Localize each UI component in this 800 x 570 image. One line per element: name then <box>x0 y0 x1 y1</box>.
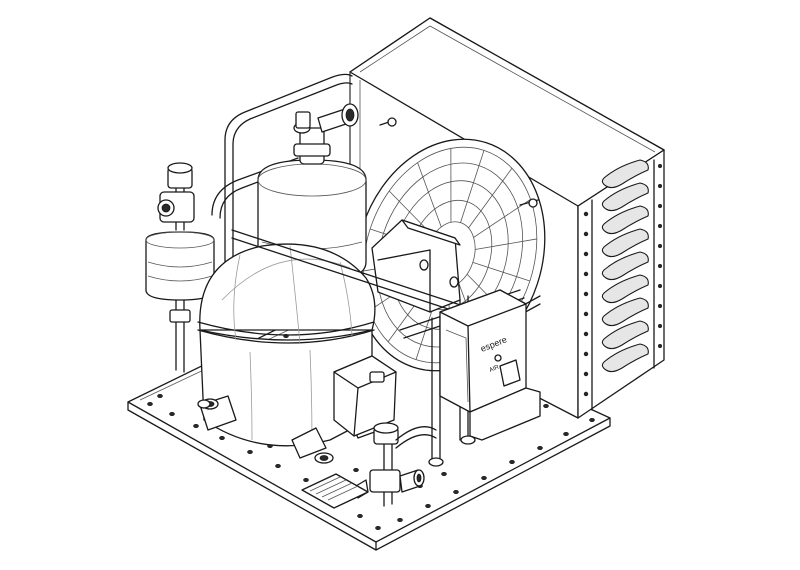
rivet <box>583 211 589 217</box>
compressor <box>197 243 397 464</box>
base-fittings <box>197 399 476 467</box>
fan-guard-spoke <box>450 148 452 223</box>
rivet <box>658 223 663 228</box>
mounting-hole <box>537 445 543 450</box>
rivet <box>583 231 589 237</box>
rivet <box>658 263 663 268</box>
rivet <box>658 323 663 328</box>
rivet <box>583 371 589 377</box>
service-valve <box>355 422 437 507</box>
rivet <box>583 311 589 317</box>
mounting-hole <box>509 459 515 464</box>
coil-hairpin <box>601 343 649 373</box>
fan-motor <box>371 219 461 313</box>
mounting-hole <box>353 467 359 472</box>
rivet <box>583 271 589 277</box>
mounting-hole <box>247 449 253 454</box>
mounting-hole <box>275 463 281 468</box>
mounting-hole <box>543 403 549 408</box>
coil-hairpin <box>601 182 649 212</box>
rivet <box>583 291 589 297</box>
rivet <box>583 251 589 257</box>
fan-guard-spoke <box>473 199 531 238</box>
mounting-hole <box>169 411 175 416</box>
fan-guard-spoke <box>472 262 531 282</box>
fan-guard-spoke <box>468 168 513 229</box>
rivet <box>658 343 663 348</box>
rivet <box>658 283 663 288</box>
coil-hairpin <box>601 159 649 189</box>
nameplate <box>301 473 369 509</box>
mounting-hole <box>357 514 363 519</box>
mounting-hole <box>397 518 403 523</box>
rivet <box>583 351 589 357</box>
mounting-hole <box>157 393 163 398</box>
rivet <box>658 243 663 248</box>
mounting-hole <box>425 503 431 508</box>
mounting-hole <box>563 431 569 436</box>
mounting-hole <box>441 471 447 476</box>
fan-guard-spoke <box>460 150 485 223</box>
mounting-hole <box>481 475 487 480</box>
coil-rivets <box>583 163 663 397</box>
rivet <box>658 303 663 308</box>
mounting-hole <box>303 477 309 482</box>
fan-guard-spoke <box>417 162 442 228</box>
coil-hairpin <box>601 320 649 350</box>
rivet <box>583 331 589 337</box>
coil-hairpin <box>601 274 649 304</box>
fan-guard-spoke <box>475 238 537 250</box>
rivet <box>658 163 663 168</box>
rivet <box>583 391 589 397</box>
small-label: AIR <box>489 364 501 374</box>
mounting-hole <box>375 526 381 531</box>
coil-hairpin <box>601 297 649 327</box>
filter-drier <box>145 162 215 373</box>
coil-hairpins <box>601 159 649 373</box>
rivet <box>658 203 663 208</box>
mounting-hole <box>193 423 199 428</box>
mounting-hole <box>219 435 225 440</box>
coil-hairpin <box>601 205 649 235</box>
mounting-hole <box>453 489 459 494</box>
mounting-hole <box>147 401 153 406</box>
coil-hairpin <box>601 251 649 281</box>
rivet <box>658 183 663 188</box>
discharge-pipe <box>211 73 353 331</box>
coil-hairpin <box>601 228 649 258</box>
mounting-hole <box>589 417 595 422</box>
